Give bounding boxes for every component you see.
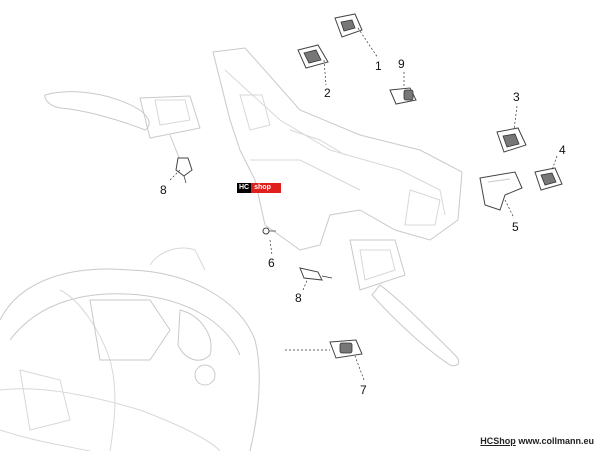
watermark-url: www.collmann.eu bbox=[518, 436, 594, 446]
badge-right: shop bbox=[251, 183, 281, 193]
badge-left: HC bbox=[237, 183, 252, 193]
left-brake-lever bbox=[44, 91, 201, 161]
callout-2: 2 bbox=[324, 86, 331, 100]
leader-lines bbox=[169, 27, 558, 381]
watermark: HCShop www.collmann.eu bbox=[480, 436, 594, 446]
part-2-switch bbox=[297, 44, 329, 69]
callout-1: 1 bbox=[375, 59, 382, 73]
part-5-bracket bbox=[479, 171, 523, 211]
callout-6: 6 bbox=[268, 256, 275, 270]
watermark-brand: HCShop bbox=[480, 436, 516, 446]
callout-3: 3 bbox=[513, 90, 520, 104]
part-6-screw bbox=[262, 227, 276, 235]
part-9-button bbox=[389, 87, 417, 105]
part-8-brake-switch-right bbox=[299, 267, 333, 281]
rear-body-shell bbox=[0, 247, 260, 451]
callout-4: 4 bbox=[559, 143, 566, 157]
part-8-brake-switch-left bbox=[175, 157, 193, 184]
callout-5: 5 bbox=[512, 220, 519, 234]
part-7-switch bbox=[329, 339, 363, 359]
part-4-connector bbox=[534, 167, 563, 191]
handlebar-cover bbox=[212, 47, 463, 251]
part-3-switch bbox=[496, 127, 527, 153]
hcshop-badge: HC shop bbox=[237, 183, 281, 193]
callout-8-left: 8 bbox=[160, 183, 167, 197]
right-brake-lever bbox=[349, 239, 460, 367]
part-1-switch bbox=[334, 13, 363, 38]
callout-8-right: 8 bbox=[295, 291, 302, 305]
callout-7: 7 bbox=[360, 383, 367, 397]
callout-9: 9 bbox=[398, 57, 405, 71]
